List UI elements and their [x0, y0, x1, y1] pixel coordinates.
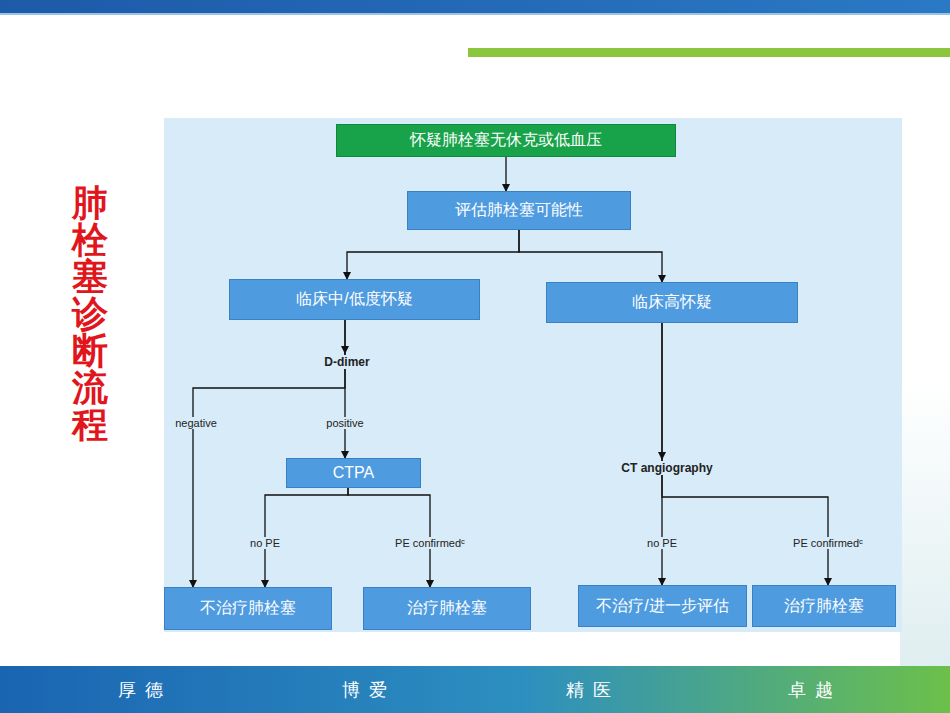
edge-label: no PE	[248, 537, 282, 549]
flow-label: CT angiography	[619, 461, 714, 475]
node-text: 怀疑肺栓塞无休克或低血压	[406, 130, 606, 151]
process-box: 临床高怀疑	[546, 282, 798, 323]
flow-label: D-dimer	[322, 355, 371, 369]
process-box: 不治疗肺栓塞	[164, 587, 332, 630]
flow-arrow	[505, 157, 506, 191]
flow-arrow	[344, 320, 345, 458]
slide-title: 肺栓塞诊断流程	[70, 184, 110, 443]
footer-motto: 博 爱	[342, 678, 389, 702]
arrowhead	[341, 346, 349, 354]
flow-arrow	[519, 230, 662, 282]
node-text: 临床中/低度怀疑	[292, 289, 416, 310]
edge-label: PE confirmedᶜ	[393, 537, 467, 549]
node-text: 治疗肺栓塞	[780, 596, 868, 617]
footer-motto: 卓 越	[788, 678, 835, 702]
edge-label: negative	[173, 417, 219, 429]
right-backdrop	[900, 380, 950, 666]
process-box: 治疗肺栓塞	[752, 585, 896, 627]
node-text: 不治疗/进一步评估	[592, 596, 732, 617]
flow-arrow	[347, 230, 519, 279]
node-text: 评估肺栓塞可能性	[451, 200, 587, 221]
start-box: 怀疑肺栓塞无休克或低血压	[336, 124, 676, 157]
node-text: CTPA	[329, 464, 378, 482]
top-rule	[0, 13, 950, 15]
process-box: 评估肺栓塞可能性	[407, 191, 631, 230]
top-bar	[0, 0, 950, 13]
process-box: CTPA	[286, 458, 421, 488]
process-box: 治疗肺栓塞	[363, 587, 531, 630]
node-text: 临床高怀疑	[628, 292, 716, 313]
arrowhead	[658, 452, 666, 460]
edge-label: positive	[324, 417, 365, 429]
node-text: 治疗肺栓塞	[403, 598, 491, 619]
process-box: 临床中/低度怀疑	[229, 279, 480, 320]
footer-motto: 厚 德	[118, 678, 165, 702]
footer-motto: 精 医	[566, 678, 613, 702]
green-rule	[468, 48, 950, 57]
edge-label: no PE	[645, 537, 679, 549]
node-text: 不治疗肺栓塞	[196, 598, 300, 619]
edge-label: PE confirmedᶜ	[791, 537, 865, 549]
process-box: 不治疗/进一步评估	[578, 585, 747, 627]
